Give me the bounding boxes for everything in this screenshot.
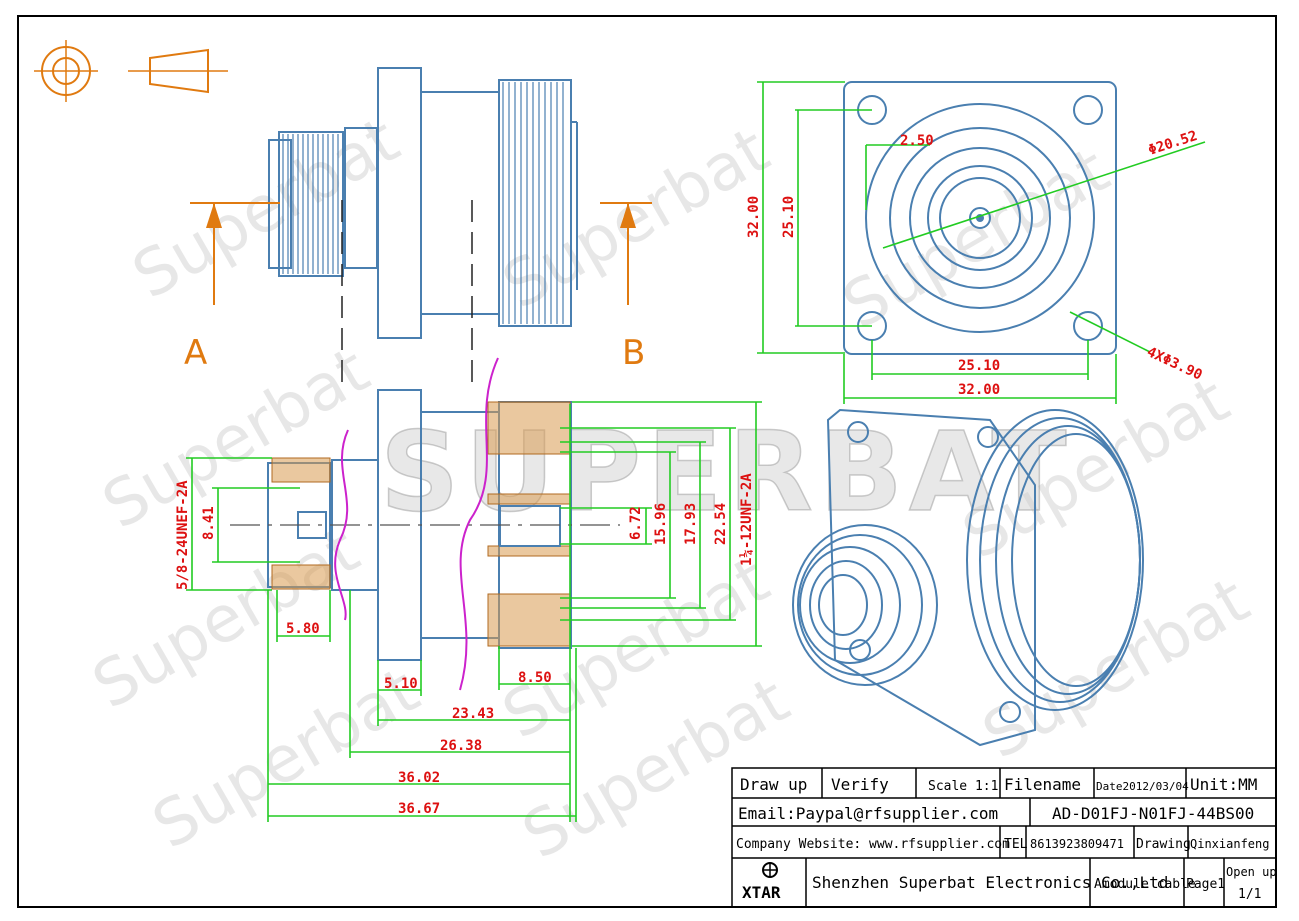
section-markers: A B (184, 200, 652, 390)
dim-1793: 17.93 (683, 503, 699, 545)
dim-hole-spacing-v: 25.10 (781, 196, 797, 238)
tb-draw-up: Draw up (740, 775, 807, 794)
tb-open-up: Open up (1226, 865, 1277, 879)
dim-left-thread: 5/8-24UNEF-2A (175, 480, 191, 590)
iso-view (792, 408, 1144, 747)
projection-symbol (34, 40, 228, 102)
dim-len-36a: 36.02 (398, 770, 440, 786)
tb-unit: Unit:MM (1190, 775, 1257, 794)
xtar-logo (762, 862, 778, 878)
tb-product: Amodule cable (1094, 877, 1196, 892)
tb-sheet: 1/1 (1238, 887, 1261, 902)
dim-len-23: 23.43 (452, 706, 494, 722)
dim-len-26: 26.38 (440, 738, 482, 754)
tb-page: Page1 (1186, 877, 1225, 892)
section-dimensions: 5/8-24UNEF-2A 8.41 5.80 5.10 8.50 23.43 … (175, 401, 762, 822)
dim-right-len: 8.50 (518, 670, 552, 686)
dim-flange-diameter: Φ20.52 (1146, 128, 1199, 159)
dim-hole-offset: 2.50 (900, 133, 934, 149)
tb-scale: Scale 1:1 (928, 779, 998, 794)
section-label-a: A (184, 333, 207, 373)
watermark-text: Superbat (491, 114, 781, 324)
dim-flange-width: 32.00 (958, 382, 1000, 398)
dim-left-len: 5.80 (286, 621, 320, 637)
tb-tel-label: TEL (1004, 837, 1028, 852)
watermark-brand: SUPERBAT (380, 408, 1072, 536)
dim-len-36b: 36.67 (398, 801, 440, 817)
tb-date: Date2012/03/04 (1096, 780, 1189, 793)
tb-drawer: Qinxianfeng (1190, 837, 1269, 851)
title-block: Draw up Verify Scale 1:1 Filename Date20… (731, 767, 1277, 908)
tb-logo: XTAR (742, 883, 781, 902)
side-view-top (268, 67, 578, 339)
tb-website: Company Website: www.rfsupplier.com (736, 837, 1010, 852)
tb-filename: Filename (1004, 775, 1081, 794)
dim-flange-height: 32.00 (746, 196, 762, 238)
dim-1596: 15.96 (653, 503, 669, 545)
dim-flange-thick: 5.10 (384, 676, 418, 692)
watermark-text: Superbat (91, 334, 381, 544)
tb-drawing: Drawing (1136, 837, 1191, 852)
section-view (230, 357, 620, 691)
watermark-text: Superbat (121, 104, 411, 314)
tb-tel: 8613923809471 (1030, 837, 1124, 851)
tb-company: Shenzhen Superbat Electronics Co.,Ltd (812, 873, 1168, 892)
tb-part-no: AD-D01FJ-N01FJ-44BS00 (1052, 804, 1254, 823)
dim-672: 6.72 (628, 506, 644, 540)
dim-2254: 22.54 (713, 503, 729, 545)
section-label-b: B (622, 333, 645, 373)
dim-hole-spacing-h: 25.10 (958, 358, 1000, 374)
dim-right-thread: 1¼-12UNF-2A (739, 473, 755, 566)
drawing-frame (17, 15, 1277, 908)
dim-mount-holes: 4XΦ3.90 (1144, 344, 1204, 383)
tb-verify: Verify (831, 775, 889, 794)
tb-email: Email:Paypal@rfsupplier.com (738, 804, 998, 823)
dim-left-pin: 8.41 (201, 506, 217, 540)
